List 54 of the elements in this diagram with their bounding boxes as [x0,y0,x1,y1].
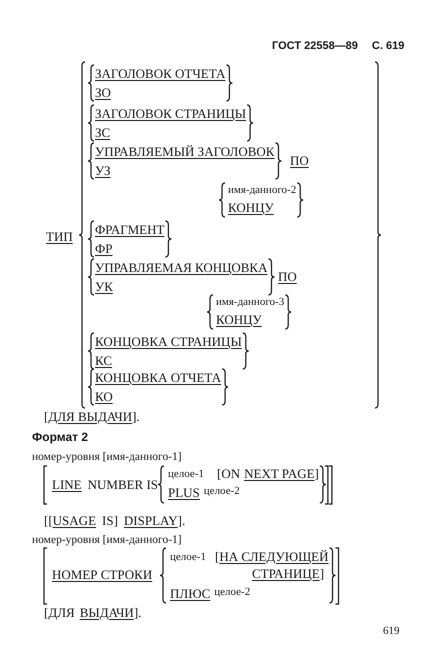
syntax-text: ] [320,567,324,580]
format-heading: Формат 2 [32,431,88,443]
syntax-text: целое-1 [168,469,204,480]
keyword-text: ФР [95,242,113,255]
keyword-text: КОНЦОВКА СТРАНИЦЫ [95,335,242,348]
keyword-text: ЗО [95,86,111,99]
keyword-text: ПЛЮС [170,587,210,600]
syntax-text: ]. [132,410,140,423]
keyword-text: ДЛЯ ВЫДАЧИ [48,410,132,423]
keyword-text: NEXT PAGE [244,467,315,480]
keyword-text: НА СЛЕДУЮЩЕЙ [219,550,329,563]
keyword-text: УПРАВЛЯЕМЫЙ ЗАГОЛОВОК [95,145,274,158]
keyword-text: КС [95,354,112,367]
syntax-text: [ДЛЯ [44,606,75,619]
page-header: С. 619 [372,41,404,52]
syntax-text: [ON [217,467,240,480]
syntax-text: ]. [134,606,142,619]
syntax-text: ] [314,467,319,480]
keyword-text: USAGE [52,514,96,527]
keyword-text: ВЫДАЧИ [80,606,134,619]
keyword-text: LINE [52,478,82,491]
syntax-text: имя-данного-3 [216,297,284,308]
syntax-text: номер-уровня [имя-данного-1] [32,452,182,464]
syntax-text: [[ [44,514,53,527]
keyword-text: ЗС [95,126,110,139]
keyword-text: КО [95,390,113,403]
syntax-text: целое-2 [204,486,240,497]
keyword-text: ПО [278,270,297,283]
syntax-text: [ [44,410,48,423]
keyword-text: КОНЦУ [216,313,262,326]
syntax-text: целое-2 [214,587,250,598]
syntax-text: целое-1 [170,552,206,563]
syntax-text: имя-данного-2 [228,185,296,196]
keyword-text: УПРАВЛЯЕМАЯ КОНЦОВКА [95,261,268,274]
syntax-text: IS] [102,514,118,527]
keyword-text: ТИП [46,230,73,243]
keyword-text: PLUS [168,486,200,499]
syntax-text: ]. [178,514,186,527]
syntax-text: NUMBER IS [88,478,158,491]
keyword-text: КОНЦУ [228,201,274,214]
page-number: 619 [383,626,400,637]
keyword-text: СТРАНИЦЕ [252,567,320,580]
keyword-text: ЗАГОЛОВОК ОТЧЕТА [95,67,226,80]
keyword-text: ПО [290,154,309,167]
syntax-text: [ [215,550,220,563]
syntax-text: номер-уровня [имя-данного-1] [32,535,182,546]
keyword-text: DISPLAY [124,514,178,527]
keyword-text: ФРАГМЕНТ [95,223,164,236]
keyword-text: УЗ [95,164,111,177]
page-header: ГОСТ 22558—89 [272,41,358,52]
keyword-text: КОНЦОВКА ОТЧЕТА [95,371,222,384]
keyword-text: УК [95,280,113,293]
keyword-text: НОМЕР СТРОКИ [52,568,152,581]
keyword-text: ЗАГОЛОВОК СТРАНИЦЫ [95,107,246,120]
